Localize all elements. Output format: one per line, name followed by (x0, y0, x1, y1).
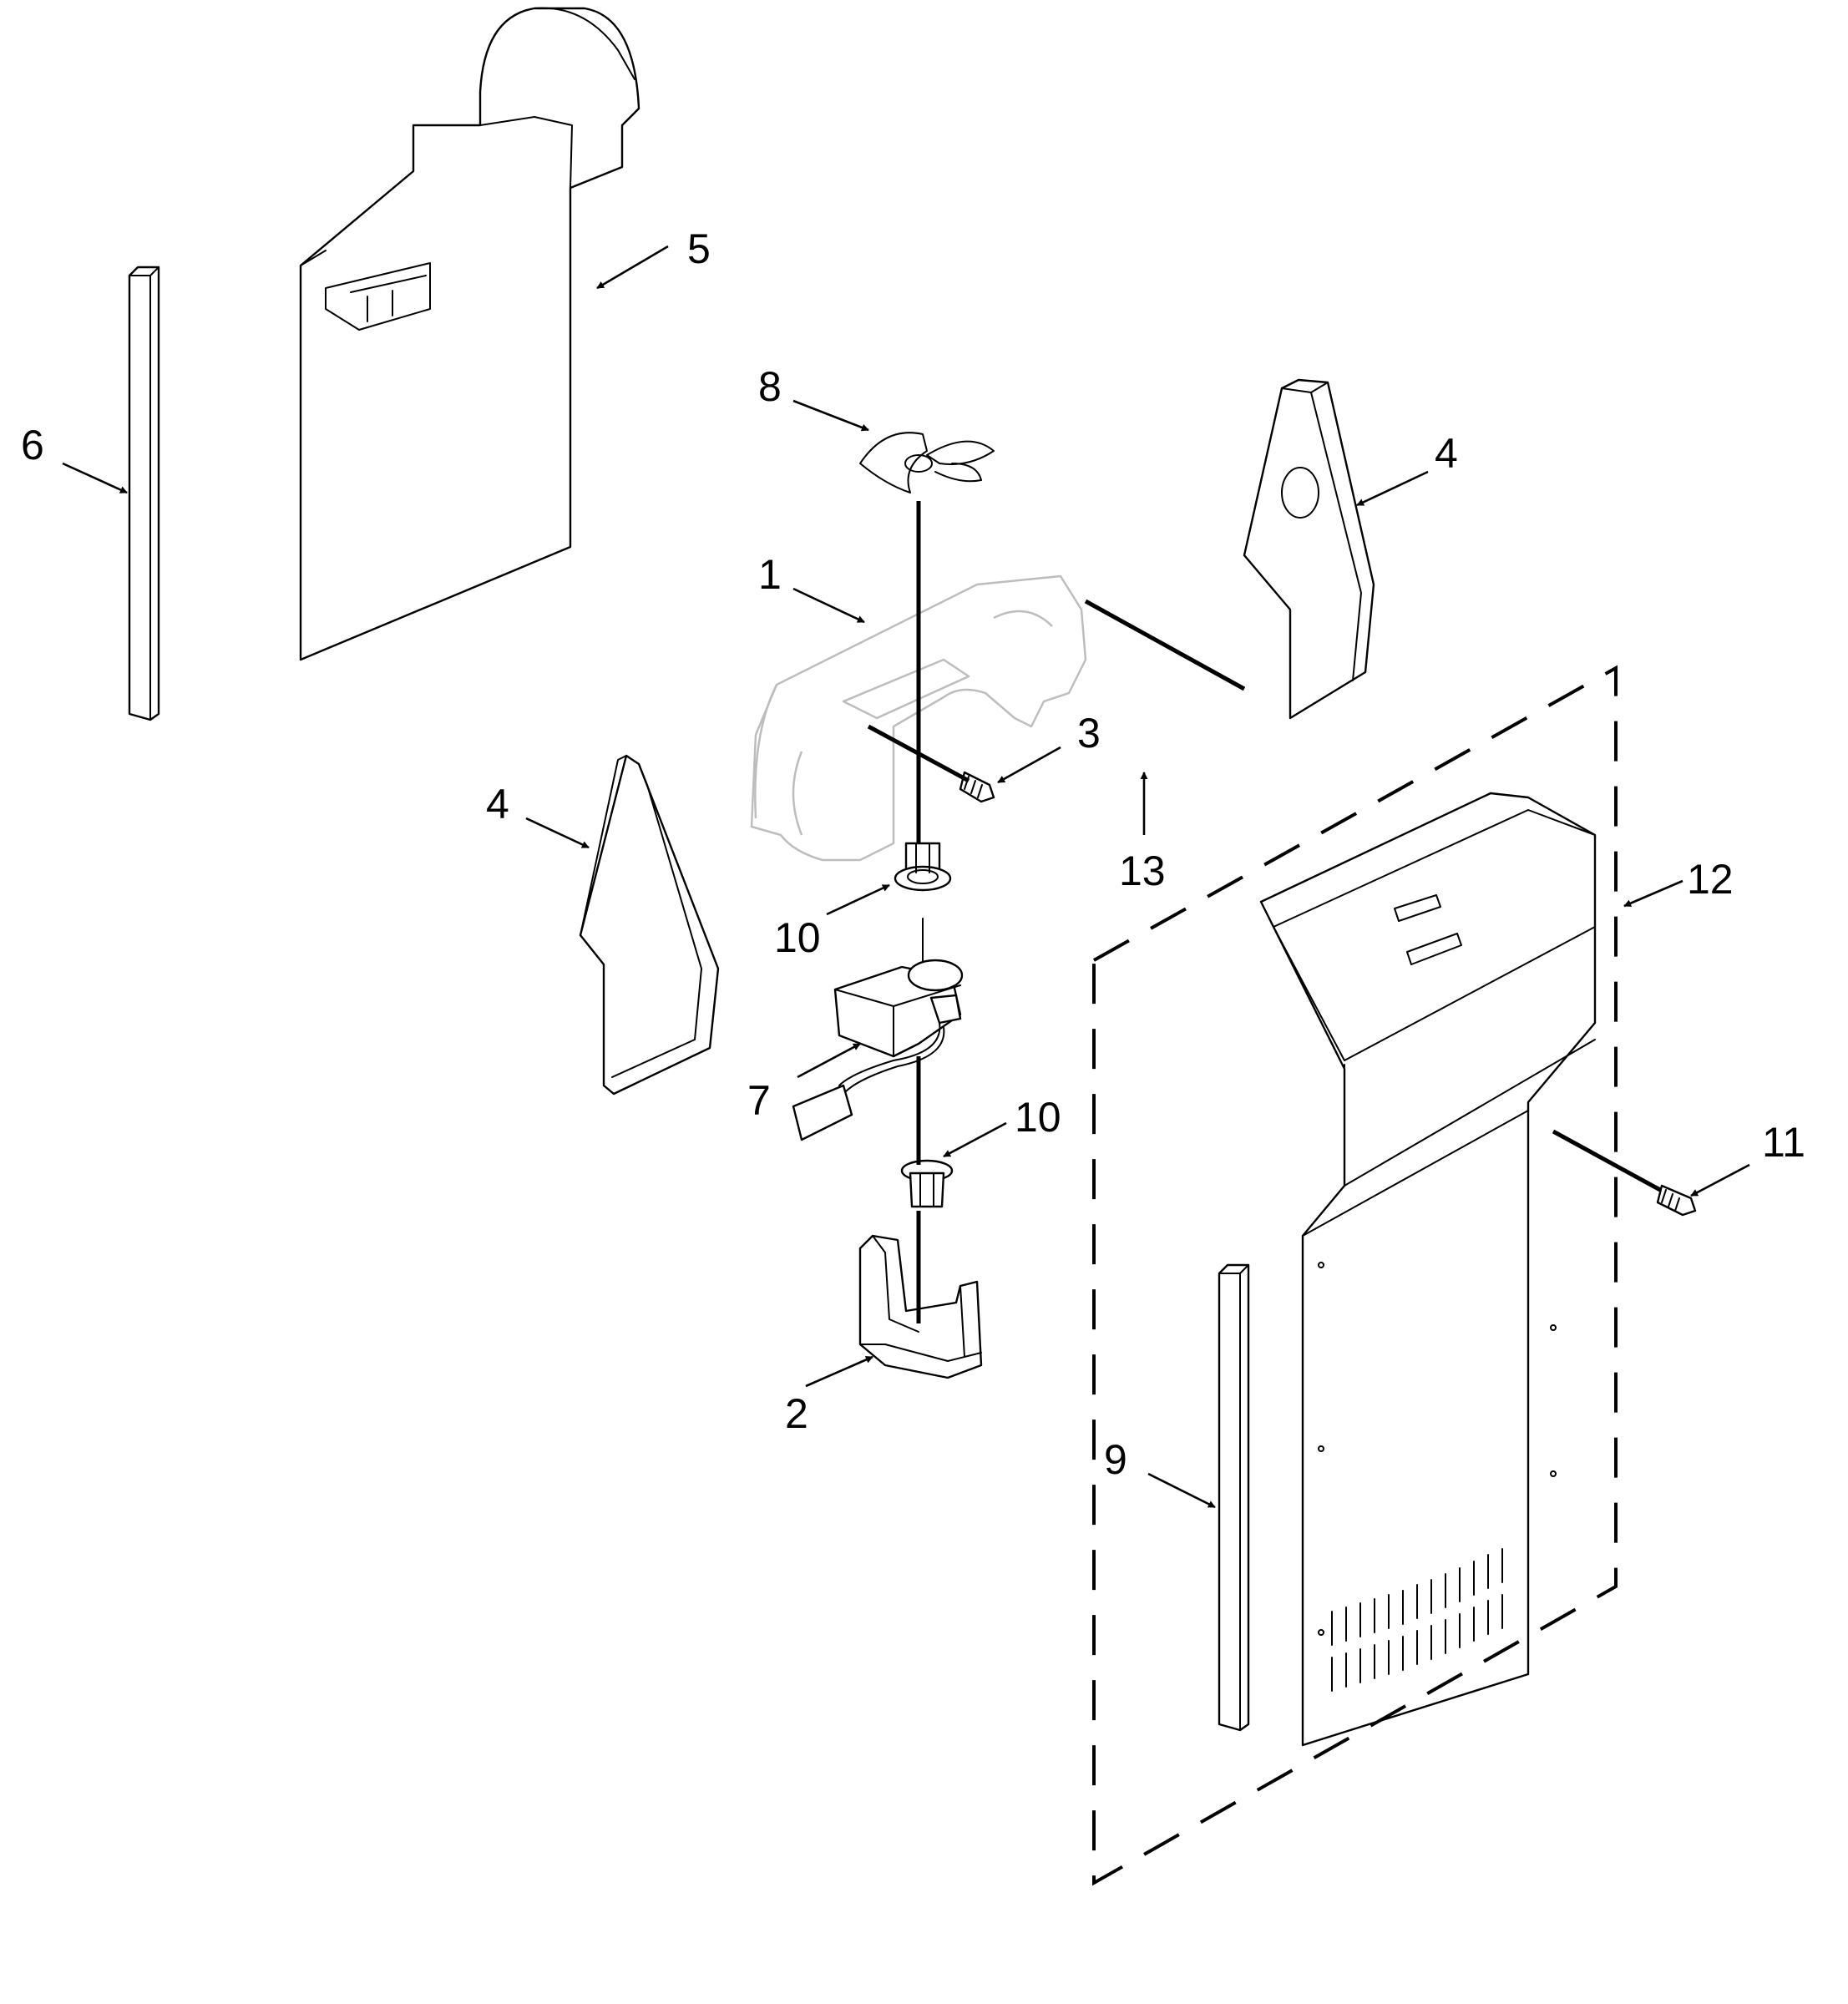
callout-6: 6 (21, 422, 44, 468)
callout-5: 5 (687, 225, 711, 272)
callout-7: 7 (747, 1077, 771, 1124)
part-9-seal-strip (1218, 1263, 1250, 1732)
leader-lines (62, 245, 1750, 1509)
callout-10-upper: 10 (774, 914, 821, 961)
callout-4-right: 4 (1435, 430, 1458, 477)
callout-13: 13 (1119, 848, 1166, 894)
part-8-fan-blade (859, 432, 995, 493)
part-10-grommet-upper (894, 842, 952, 892)
callout-4-left: 4 (486, 781, 509, 827)
callout-1: 1 (758, 551, 782, 598)
part-2-motor-bracket (858, 1234, 983, 1379)
part-7-fan-motor (792, 918, 964, 1141)
callout-2: 2 (785, 1390, 808, 1437)
part-1-fan-housing (750, 574, 1087, 862)
part-13-assembly-boundary (1092, 665, 1618, 1886)
vent-slots (1331, 1548, 1503, 1692)
callout-10-lower: 10 (1015, 1094, 1061, 1141)
part-11-screw (1656, 1184, 1697, 1217)
callout-3: 3 (1077, 710, 1101, 757)
assembly-axis-lines (867, 501, 1662, 1323)
part-5-air-duct (299, 7, 640, 661)
callout-12: 12 (1687, 856, 1734, 903)
callout-11: 11 (1762, 1119, 1805, 1166)
part-4-baffle-left (579, 754, 720, 1096)
part-10-grommet-lower (900, 1159, 954, 1208)
part-6-seal-strip (128, 266, 160, 721)
part-12-duct-cover (1259, 792, 1597, 1747)
callout-labels: 5 6 8 4 1 3 4 13 10 12 7 10 11 2 9 (21, 225, 1805, 1483)
callout-9: 9 (1104, 1436, 1127, 1483)
part-4-baffle-right (1243, 378, 1375, 720)
callout-8: 8 (758, 363, 782, 410)
